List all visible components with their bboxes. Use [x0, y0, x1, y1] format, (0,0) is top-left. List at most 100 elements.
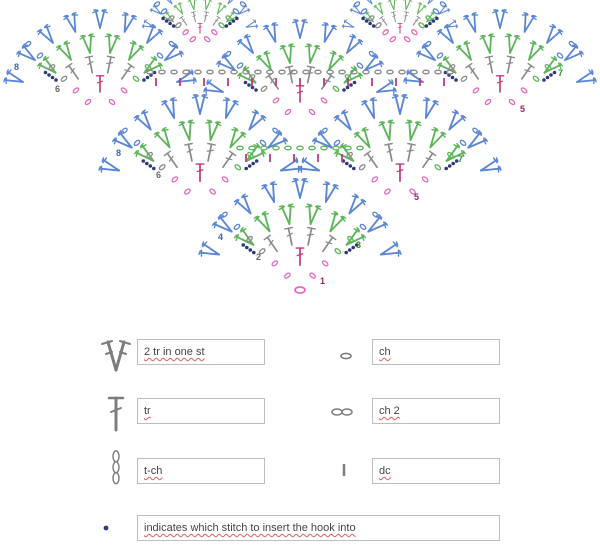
fan-left-mid-left-dot-2 [145, 161, 149, 166]
fan-left-mid-right-dot-2 [251, 161, 255, 166]
bridge-1-chain [260, 145, 268, 151]
fan-left-upper-left-chain-5 [153, 1, 161, 8]
fan-right-top-right-chain-5 [568, 40, 576, 48]
fan-bottom-left-dot-0 [252, 250, 256, 255]
fan-right-upper-stitch-1-1 [390, 11, 398, 23]
fan-right-top-right-dot-1 [545, 75, 550, 80]
fan-bottom-left-chain-2 [258, 248, 266, 255]
row-number-5-upper: 5 [520, 104, 526, 114]
bridge-0-chain [434, 69, 442, 75]
fan-left-top-left-dot-2 [47, 73, 51, 77]
fan-left-mid-stitch-3-3 [160, 96, 183, 122]
fan-left-mid-left-chain-0 [184, 188, 191, 195]
turning-chain-icon [112, 450, 120, 485]
fan-left-mid-right-dot-1 [247, 164, 252, 168]
start-ring [294, 286, 306, 294]
bridge-0-chain [158, 69, 166, 75]
fan-right-top-right-chain-3 [544, 64, 552, 71]
fan-center-mid-left-chain-0 [284, 108, 292, 116]
bridge-1-chain [332, 145, 340, 151]
fan-left-top-stitch-3-5 [116, 11, 138, 35]
fan-left-upper-stitch-3-2 [161, 0, 176, 7]
fan-right-upper-right-dot-2 [431, 19, 436, 23]
fan-bottom-stitch-1-0 [263, 234, 282, 255]
legend-double-crochet-label: dc [372, 458, 500, 484]
fan-right-mid-stitch-1-0 [363, 150, 382, 171]
fan-center-mid-stitch-1-3 [318, 72, 335, 92]
legend-chain-label: ch [372, 339, 500, 365]
chain-two-icon [331, 408, 353, 416]
fan-center-mid-stitch-1-2 [303, 65, 316, 85]
fan-left-mid-left-chain-3 [146, 151, 153, 159]
fan-center-mid-stitch-2-3 [302, 43, 322, 66]
fan-right-mid-left-chain-4 [333, 139, 341, 147]
fan-right-mid-left-dot-0 [352, 166, 356, 171]
fan-right-mid-right-dot-0 [444, 166, 449, 171]
fan-left-top-stitch-3-2 [35, 23, 60, 48]
fan-right-mid-right-dot-3 [454, 159, 459, 163]
fan-right-mid-stitch-3-6 [442, 108, 468, 135]
fan-left-top-stitch-1-1 [84, 55, 97, 75]
fan-bottom-stitch-1-2 [303, 226, 317, 247]
bridge-0-chain [206, 69, 214, 75]
legend-treble-label: tr [137, 398, 265, 424]
bridge-0-chain [410, 69, 418, 75]
fan-left-top-stitch-2-3 [102, 33, 122, 56]
fan-left-upper-left-chain-1 [182, 29, 189, 36]
fan-left-top-left-dot-3 [43, 70, 48, 75]
bridge-0-chain [278, 69, 286, 75]
fan-bottom-stitch-0-0 [295, 247, 305, 266]
fan-center-mid-left-chain-4 [236, 62, 244, 69]
fan-right-top-left-dot-1 [450, 75, 455, 80]
fan-right-mid-right-chain-4 [459, 139, 467, 147]
fan-right-top-left-chain-3 [448, 64, 456, 71]
fan-left-top-left-chain-0 [84, 98, 92, 106]
fan-right-upper-left-chain-0 [389, 36, 397, 43]
fan-left-top-stitch-3-4 [91, 9, 109, 29]
bridge-0-chain [398, 69, 406, 75]
fan-left-upper-stitch-3-6 [224, 0, 239, 7]
fan-right-top-stitch-1-0 [465, 62, 482, 82]
bridge-1-chain [284, 145, 292, 151]
fan-center-mid-right-chain-1 [320, 97, 328, 104]
fan-left-mid-stitch-1-3 [218, 150, 237, 171]
fan-bottom-stitch-3-0 [197, 240, 223, 263]
legend-two-treble-label: 2 tr in one st [137, 339, 265, 365]
bridge-0-chain [326, 69, 334, 75]
fan-right-top-stitch-2-3 [502, 33, 522, 56]
fan-bottom-stitch-1-3 [318, 234, 337, 255]
bridge-0-chain [182, 69, 190, 75]
fan-left-mid-right-chain-1 [221, 176, 229, 183]
fan-bottom-right-chain-5 [372, 211, 379, 218]
fan-right-upper-right-chain-1 [411, 29, 418, 36]
fan-center-mid-stitch-1-0 [265, 72, 282, 92]
fan-right-upper-stitch-2-3 [401, 0, 413, 12]
fan-left-top-right-chain-2 [132, 75, 140, 82]
fan-center-mid-stitch-3-0 [202, 78, 227, 100]
fan-left-top-right-chain-1 [120, 87, 128, 94]
fan-left-mid-right-chain-0 [209, 188, 216, 195]
fan-right-top-stitch-2-2 [478, 33, 498, 56]
fan-left-mid-stitch-1-1 [183, 142, 197, 163]
bridge-0-chain [362, 69, 370, 75]
fan-left-top-right-chain-0 [108, 98, 116, 106]
fan-left-upper-left-chain-0 [189, 36, 197, 43]
fan-center-mid-stitch-2-2 [278, 43, 298, 66]
fan-left-mid-stitch-3-5 [217, 96, 240, 122]
fan-left-upper-stitch-2-1 [172, 1, 187, 17]
bridge-1-chain [248, 145, 256, 151]
fan-bottom-left-chain-0 [284, 272, 291, 279]
fan-right-upper-right-dot-3 [435, 16, 439, 21]
fan-right-upper-stitch-2-2 [387, 0, 399, 12]
fan-right-mid-stitch-1-3 [418, 150, 437, 171]
fan-right-top-stitch-2-1 [454, 39, 479, 65]
bridge-1-chain [236, 145, 244, 151]
row-number-6-lower: 6 [156, 170, 162, 180]
fan-center-mid-stitch-1-1 [284, 65, 297, 85]
fan-center-mid-stitch-3-2 [235, 33, 260, 58]
fan-left-upper-stitch-1-1 [190, 11, 198, 23]
fan-right-mid-right-chain-2 [434, 164, 442, 171]
row-number-8-upper: 8 [14, 62, 20, 72]
fan-bottom-left-dot-2 [245, 245, 249, 250]
fan-right-upper-right-chain-5 [439, 1, 447, 8]
